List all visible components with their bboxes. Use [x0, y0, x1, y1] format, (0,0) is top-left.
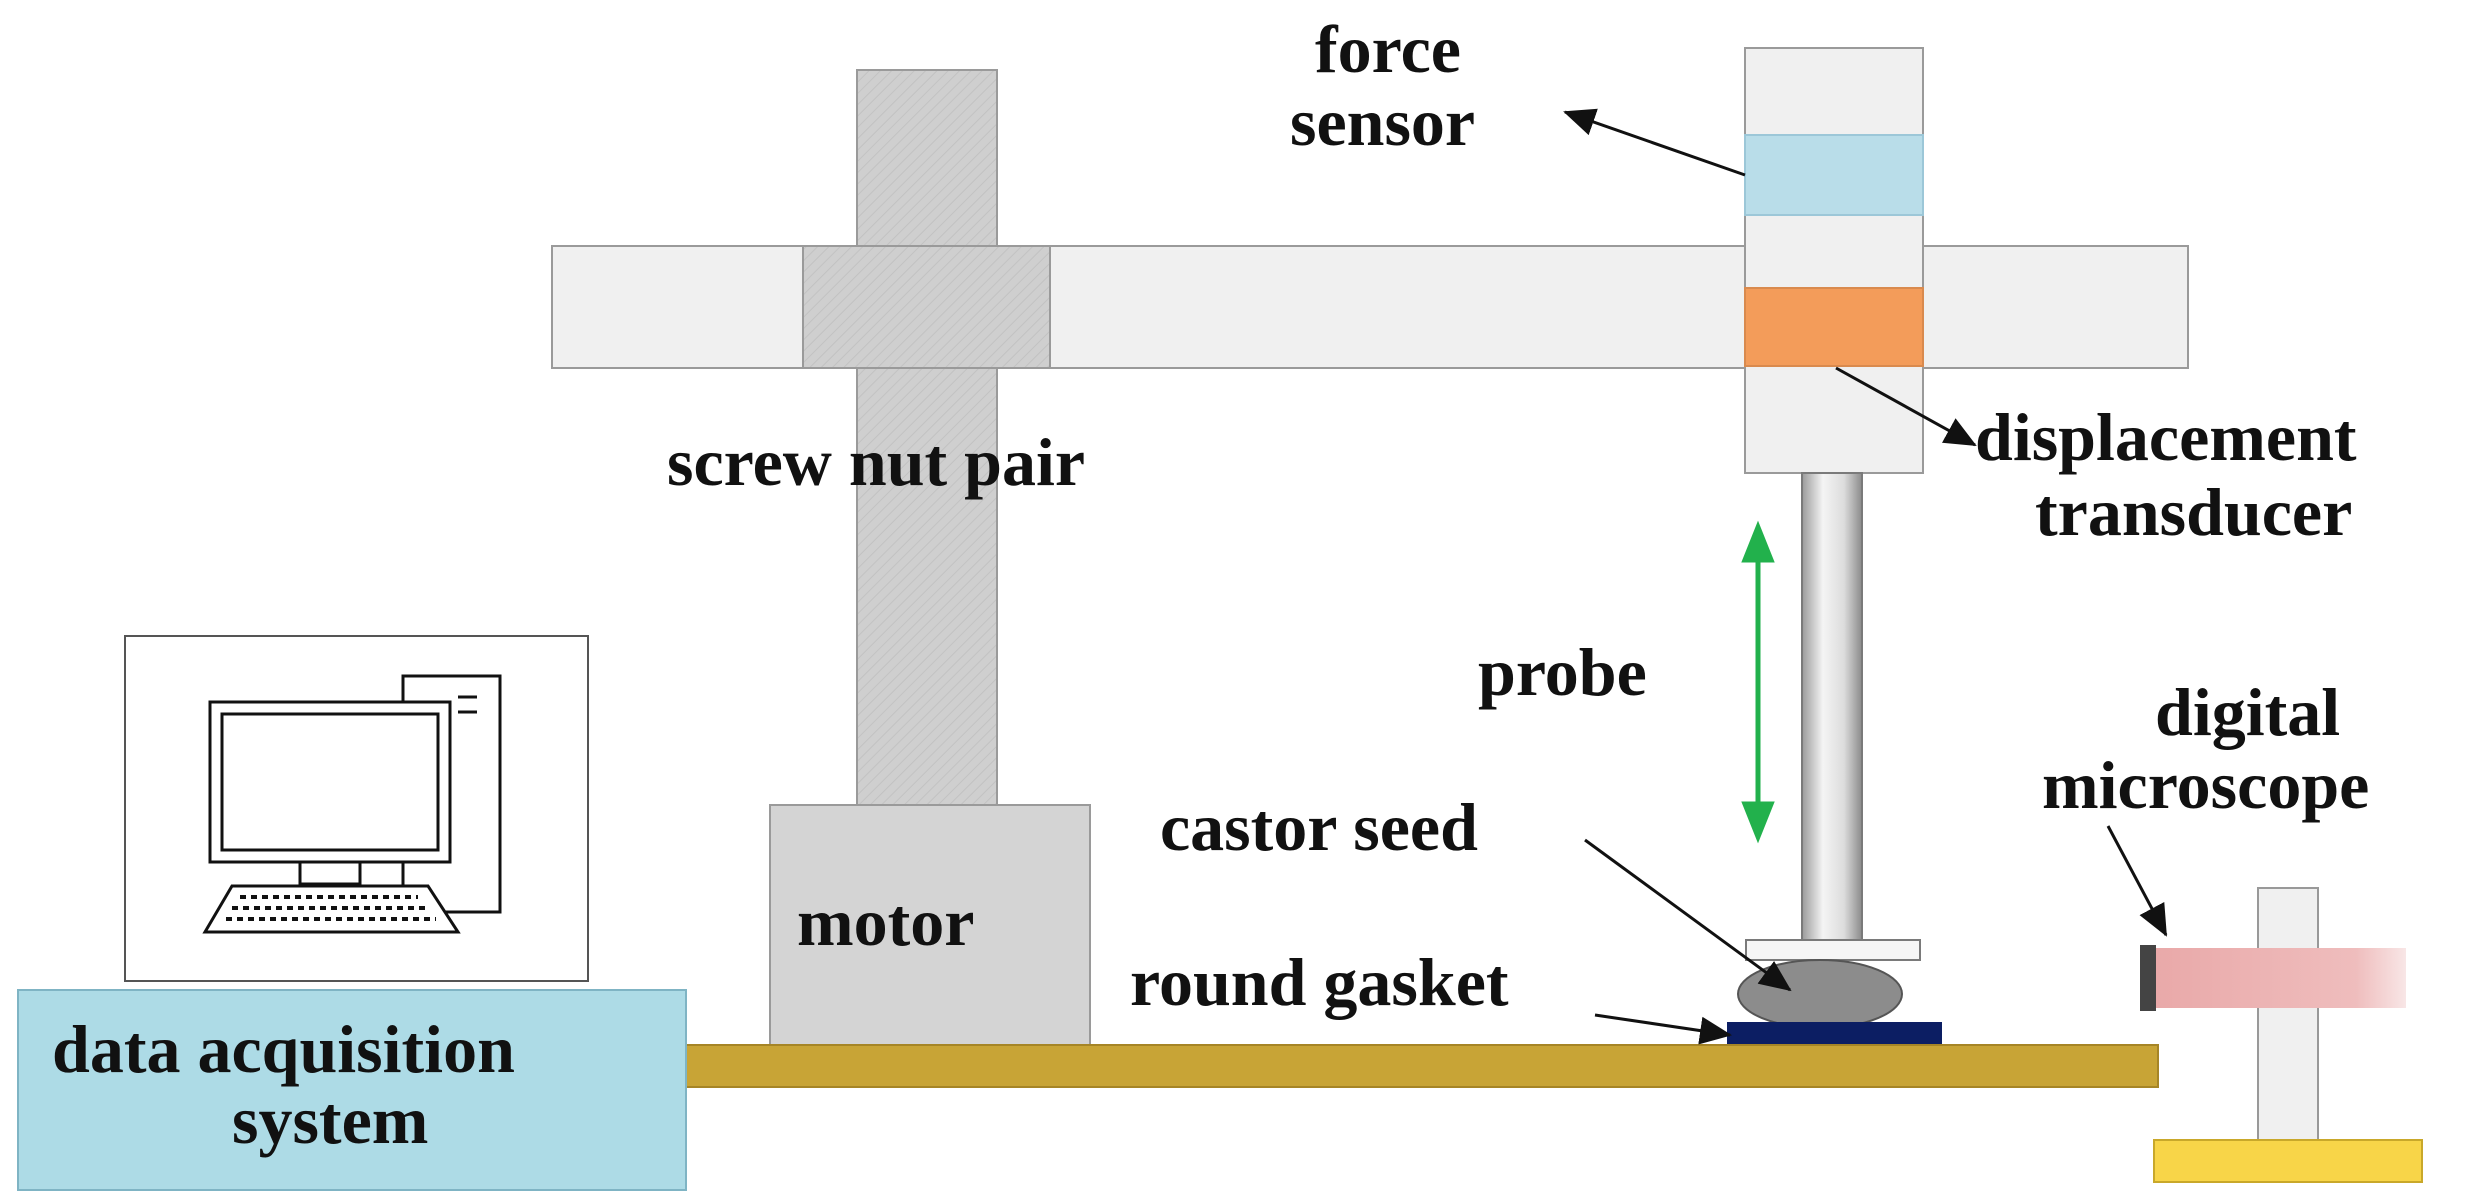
displacement-arrow: [1835, 366, 1977, 447]
screw-nut-block: [802, 245, 1051, 369]
displacement-transducer-block: [1744, 287, 1924, 367]
microscope-lens: [2156, 948, 2406, 1008]
sensor-housing: [1744, 47, 1924, 474]
microscope-arrow: [2106, 825, 2168, 937]
force-sensor-block: [1744, 134, 1924, 216]
round-gasket: [1727, 1022, 1942, 1044]
motor-label: motor: [797, 884, 974, 960]
displacement-label-line1: displacement: [1975, 399, 2357, 475]
force-sensor-label-line2: sensor: [1290, 84, 1475, 160]
force-sensor-label-line1: force: [1315, 11, 1461, 87]
microscope-stand: [2257, 887, 2319, 1141]
crossbeam: [551, 245, 2189, 369]
probe-label: probe: [1478, 634, 1647, 710]
digital-label-line2: microscope: [2042, 747, 2369, 823]
digital-label-line1: digital: [2155, 674, 2340, 750]
leader-arrows: [1563, 108, 2168, 1045]
daq-label-line2: system: [232, 1082, 428, 1158]
base-rail: [675, 1044, 2159, 1088]
force-sensor-arrow: [1563, 108, 1746, 177]
round-gasket-label: round gasket: [1130, 944, 1509, 1020]
probe-plate: [1745, 939, 1921, 961]
vertical-motion-arrow: [1741, 520, 1775, 844]
microscope-eyepiece: [2140, 945, 2156, 1011]
screw-column: [856, 69, 998, 811]
round-gasket-arrow: [1594, 1013, 1732, 1045]
motor-block: [769, 804, 1091, 1046]
probe-rod: [1801, 472, 1863, 942]
castor-seed-label: castor seed: [1160, 789, 1478, 865]
displacement-label-line2: transducer: [2035, 474, 2352, 550]
daq-label-line1: data acquisition: [52, 1011, 515, 1087]
screw-nut-pair-label: screw nut pair: [667, 424, 1085, 500]
data-acquisition-box: [17, 989, 687, 1191]
castor-seed-arrow: [1584, 838, 1792, 992]
computer-icon: [202, 674, 502, 934]
microscope-base: [2153, 1139, 2423, 1183]
